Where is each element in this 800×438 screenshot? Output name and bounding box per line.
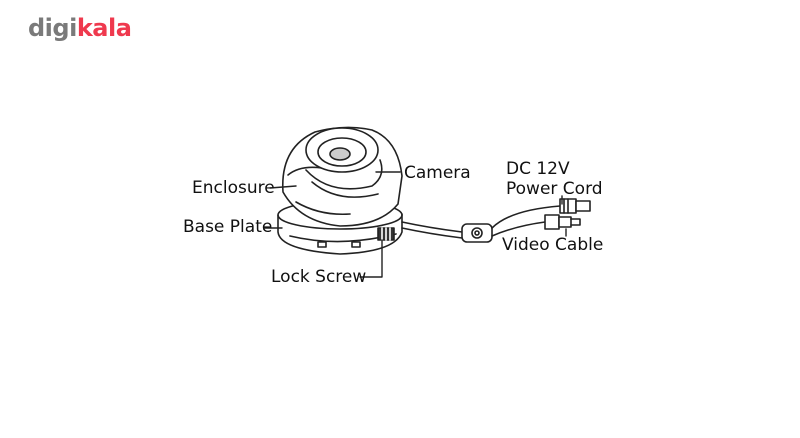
dc-connector-drawing: [559, 198, 591, 214]
lock-screw-drawing: [377, 227, 395, 241]
label-dc-12v: DC 12V: [506, 159, 570, 179]
label-lock-screw: Lock Screw: [271, 267, 367, 287]
label-video-cable: Video Cable: [502, 235, 604, 255]
label-camera: Camera: [404, 163, 471, 183]
camera-lens-drawing: [305, 127, 383, 198]
logo-part-kala: kala: [76, 14, 132, 42]
leader-lines: [264, 171, 567, 278]
digikala-logo: digikala: [28, 14, 132, 42]
logo-part-digi: digi: [28, 14, 77, 42]
bnc-connector-drawing: [544, 214, 581, 230]
label-base-plate: Base Plate: [183, 217, 273, 237]
cable-drawing: [401, 205, 561, 243]
label-power-cord: Power Cord: [506, 179, 603, 199]
label-enclosure: Enclosure: [192, 178, 275, 198]
